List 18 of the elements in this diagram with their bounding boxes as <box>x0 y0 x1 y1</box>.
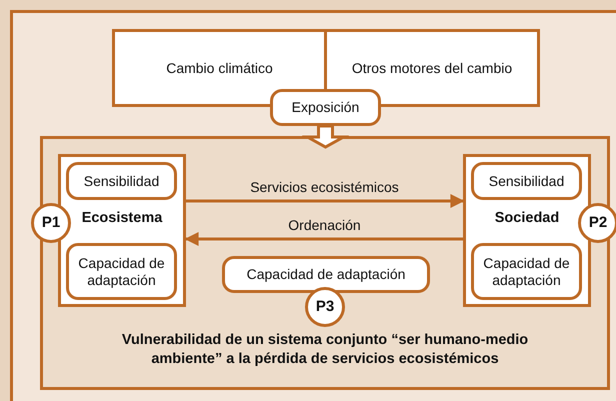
component-box <box>463 154 591 307</box>
rounded-box: Capacidad de adaptación <box>66 243 177 300</box>
rounded-box: Capacidad de adaptación <box>222 256 430 293</box>
rounded-box: Capacidad de adaptación <box>471 243 582 300</box>
point-circle: P3 <box>305 287 345 327</box>
edge-label: Servicios ecosistémicos <box>249 179 400 195</box>
arrow <box>186 194 464 208</box>
block-arrow <box>302 124 350 149</box>
caption-text: Vulnerabilidad de un sistema conjunto “ser humano-medio ambiente” a la pérdida de servicios ecosistémicos <box>120 331 530 369</box>
rounded-box: Exposición <box>270 89 381 126</box>
caption-text: Sociedad <box>494 210 560 228</box>
edge-label: Ordenación <box>287 217 362 233</box>
rounded-box: Sensibilidad <box>471 162 582 200</box>
arrow <box>184 232 463 246</box>
caption-text: Ecosistema <box>80 210 164 228</box>
rounded-box: Sensibilidad <box>66 162 177 200</box>
system-panel <box>40 136 610 390</box>
component-box <box>58 154 186 307</box>
